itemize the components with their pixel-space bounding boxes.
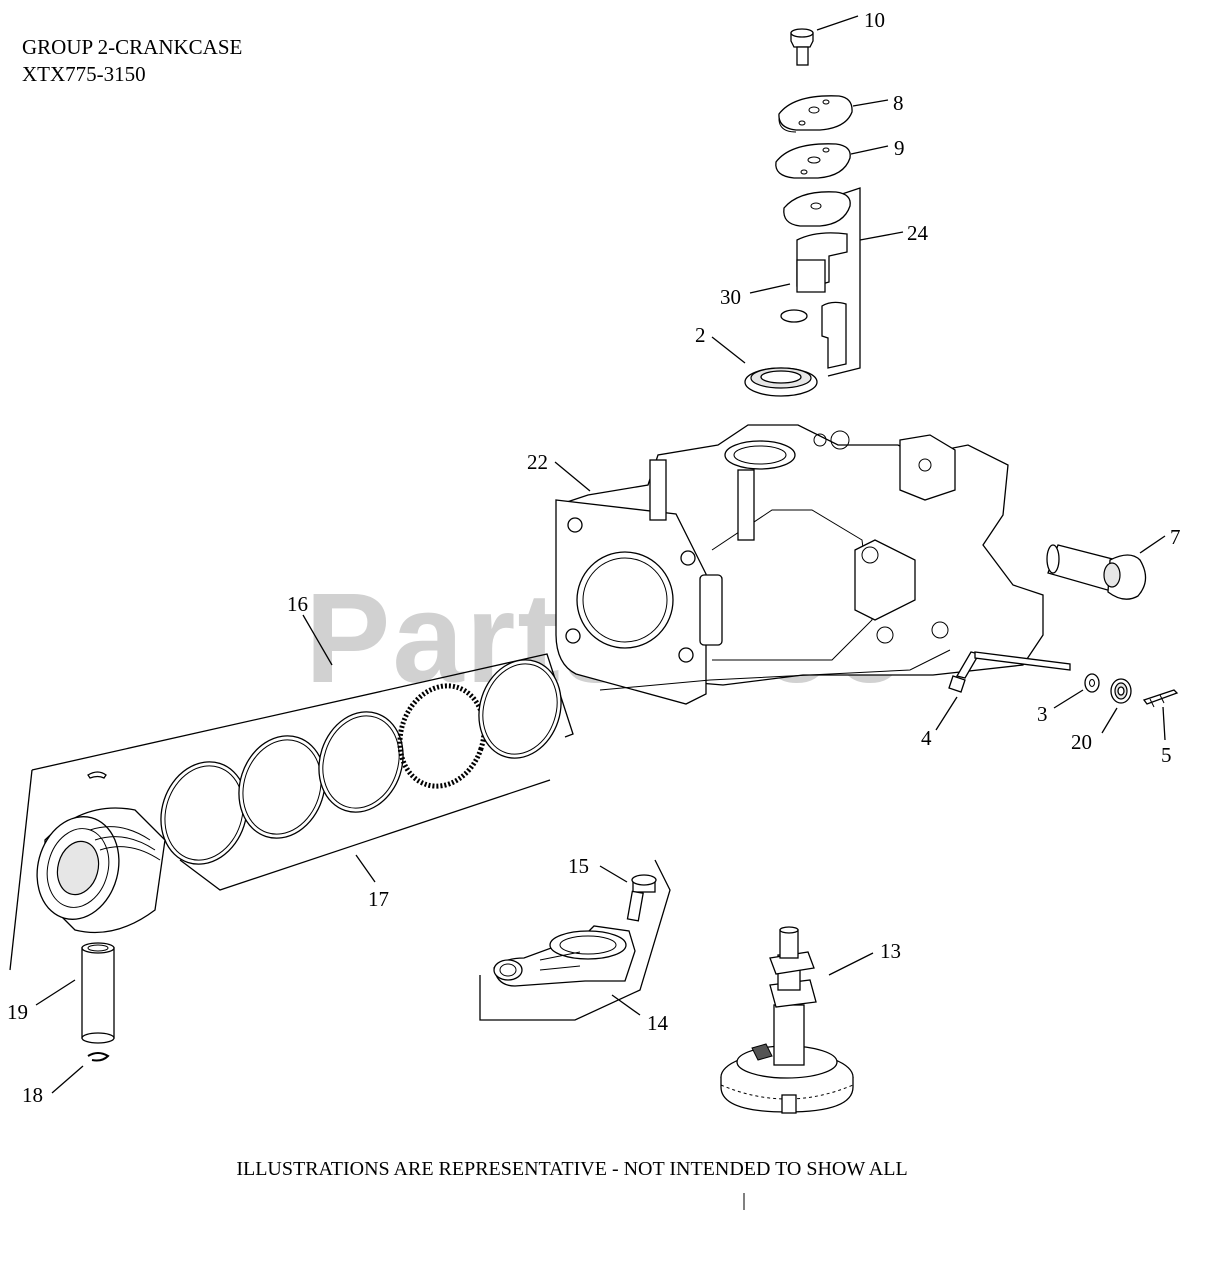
- callout-2[interactable]: 2: [695, 323, 706, 347]
- leader-19: [35, 979, 76, 1006]
- leader-8: [852, 99, 889, 107]
- callout-4[interactable]: 4: [921, 726, 932, 750]
- callout-20[interactable]: 20: [1071, 730, 1092, 754]
- part-10-bolt[interactable]: [790, 28, 814, 66]
- callout-13[interactable]: 13: [880, 939, 901, 963]
- callout-10[interactable]: 10: [864, 8, 885, 32]
- leader-4: [935, 696, 958, 731]
- callout-15[interactable]: 15: [568, 854, 589, 878]
- part-5-clip[interactable]: [1142, 689, 1179, 708]
- callout-17[interactable]: 17: [368, 887, 389, 911]
- callout-19[interactable]: 19: [7, 1000, 28, 1024]
- callout-18[interactable]: 18: [22, 1083, 43, 1107]
- part-17-piston-rings[interactable]: [148, 649, 574, 875]
- leader-10: [816, 15, 859, 31]
- part-19-piston-pin[interactable]: [81, 942, 115, 1044]
- part-16-piston[interactable]: [26, 771, 166, 934]
- callout-16[interactable]: 16: [287, 592, 308, 616]
- callout-9[interactable]: 9: [894, 136, 905, 160]
- leader-15: [599, 865, 628, 883]
- bracket-14: [479, 859, 671, 1021]
- bracket-17-bottom: [179, 779, 551, 891]
- leader-18: [51, 1065, 84, 1094]
- callout-8[interactable]: 8: [893, 91, 904, 115]
- part-22-crankcase[interactable]: [555, 424, 1044, 705]
- leader-2: [711, 336, 746, 364]
- part-3-washer[interactable]: [1084, 673, 1100, 693]
- part-13-camshaft[interactable]: [720, 926, 854, 1114]
- leader-22: [554, 461, 591, 492]
- part-8-plate[interactable]: [778, 95, 853, 133]
- leader-9: [850, 145, 889, 155]
- callout-7[interactable]: 7: [1170, 525, 1181, 549]
- callout-3[interactable]: 3: [1037, 702, 1048, 726]
- bracket-17-left: [9, 769, 33, 971]
- callout-24[interactable]: 24: [907, 221, 928, 245]
- part-9-gasket[interactable]: [775, 143, 851, 179]
- group-title: GROUP 2-CRANKCASE: [22, 35, 243, 59]
- leader-7: [1139, 535, 1166, 554]
- part-4-governor-shaft[interactable]: [948, 651, 1071, 693]
- leader-5: [1162, 706, 1166, 741]
- leader-16: [302, 614, 333, 666]
- part-2-seal[interactable]: [744, 367, 818, 397]
- leader-14: [611, 994, 641, 1016]
- leader-17: [355, 854, 376, 883]
- footer-disclaimer: ILLUSTRATIONS ARE REPRESENTATIVE - NOT I…: [236, 1158, 908, 1180]
- callout-14[interactable]: 14: [647, 1011, 668, 1035]
- part-18-retainer-clip[interactable]: [87, 1052, 110, 1062]
- part-7-tube[interactable]: [1046, 544, 1147, 600]
- leader-30: [749, 283, 791, 294]
- part-15-bolt[interactable]: [626, 874, 657, 922]
- part-14-connecting-rod[interactable]: [493, 925, 636, 987]
- leader-24: [859, 231, 904, 241]
- callout-30[interactable]: 30: [720, 285, 741, 309]
- model-number: XTX775-3150: [22, 62, 146, 86]
- callout-22[interactable]: 22: [527, 450, 548, 474]
- leader-13: [828, 952, 874, 976]
- bracket-24: [827, 187, 861, 377]
- part-20-seal[interactable]: [1110, 678, 1132, 704]
- callout-5[interactable]: 5: [1161, 743, 1172, 767]
- diagram-title-block: GROUP 2-CRANKCASE XTX775-3150: [22, 34, 242, 88]
- leader-3: [1053, 689, 1084, 709]
- leader-20: [1101, 707, 1118, 734]
- part-24-kit[interactable]: [780, 191, 851, 369]
